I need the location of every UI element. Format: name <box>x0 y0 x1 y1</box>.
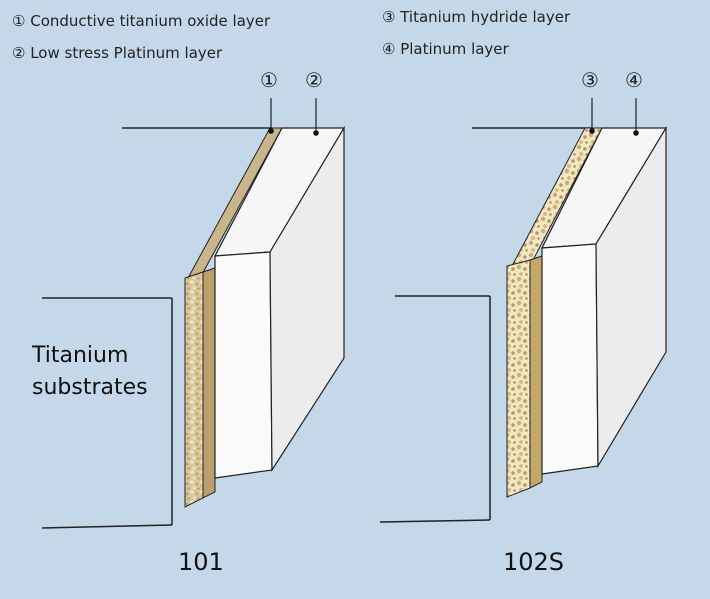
marker-label-2: ② <box>305 68 323 92</box>
legend-item-conductive-oxide: ① Conductive titanium oxide layer <box>12 12 271 30</box>
marker-dot-4 <box>633 130 639 136</box>
platinum-layer-front-right <box>541 243 599 475</box>
platinum-layer-side-right <box>595 125 667 469</box>
marker-label-1: ① <box>260 68 278 92</box>
bottom-line-right <box>379 519 491 523</box>
hydride-layer-side-right <box>529 255 543 489</box>
diagram-101 <box>41 98 346 529</box>
legend-item-titanium-hydride: ③ Titanium hydride layer <box>382 8 571 26</box>
marker-dot-1 <box>268 128 274 134</box>
substrate-label-line1: Titanium <box>32 343 129 368</box>
hydride-layer-front-right <box>506 259 531 498</box>
oxide-layer-side-left <box>202 267 216 499</box>
model-label-101: 101 <box>178 548 224 576</box>
substrate-label: Titanium substrates <box>32 340 148 404</box>
marker-label-3: ③ <box>581 68 599 92</box>
marker-label-4: ④ <box>625 68 643 92</box>
platinum-layer-front-left <box>214 251 273 479</box>
platinum-layer-side-left <box>269 125 345 473</box>
marker-dot-2 <box>313 130 319 136</box>
diagram-102s <box>379 98 668 523</box>
substrate-label-line2: substrates <box>32 374 148 400</box>
legend-item-platinum: ④ Platinum layer <box>382 40 509 58</box>
legend-item-low-stress-platinum: ② Low stress Platinum layer <box>12 44 223 62</box>
bottom-line-left <box>41 524 173 529</box>
model-label-102s: 102S <box>503 548 565 576</box>
marker-dot-3 <box>589 128 595 134</box>
oxide-layer-front-left <box>184 271 204 508</box>
